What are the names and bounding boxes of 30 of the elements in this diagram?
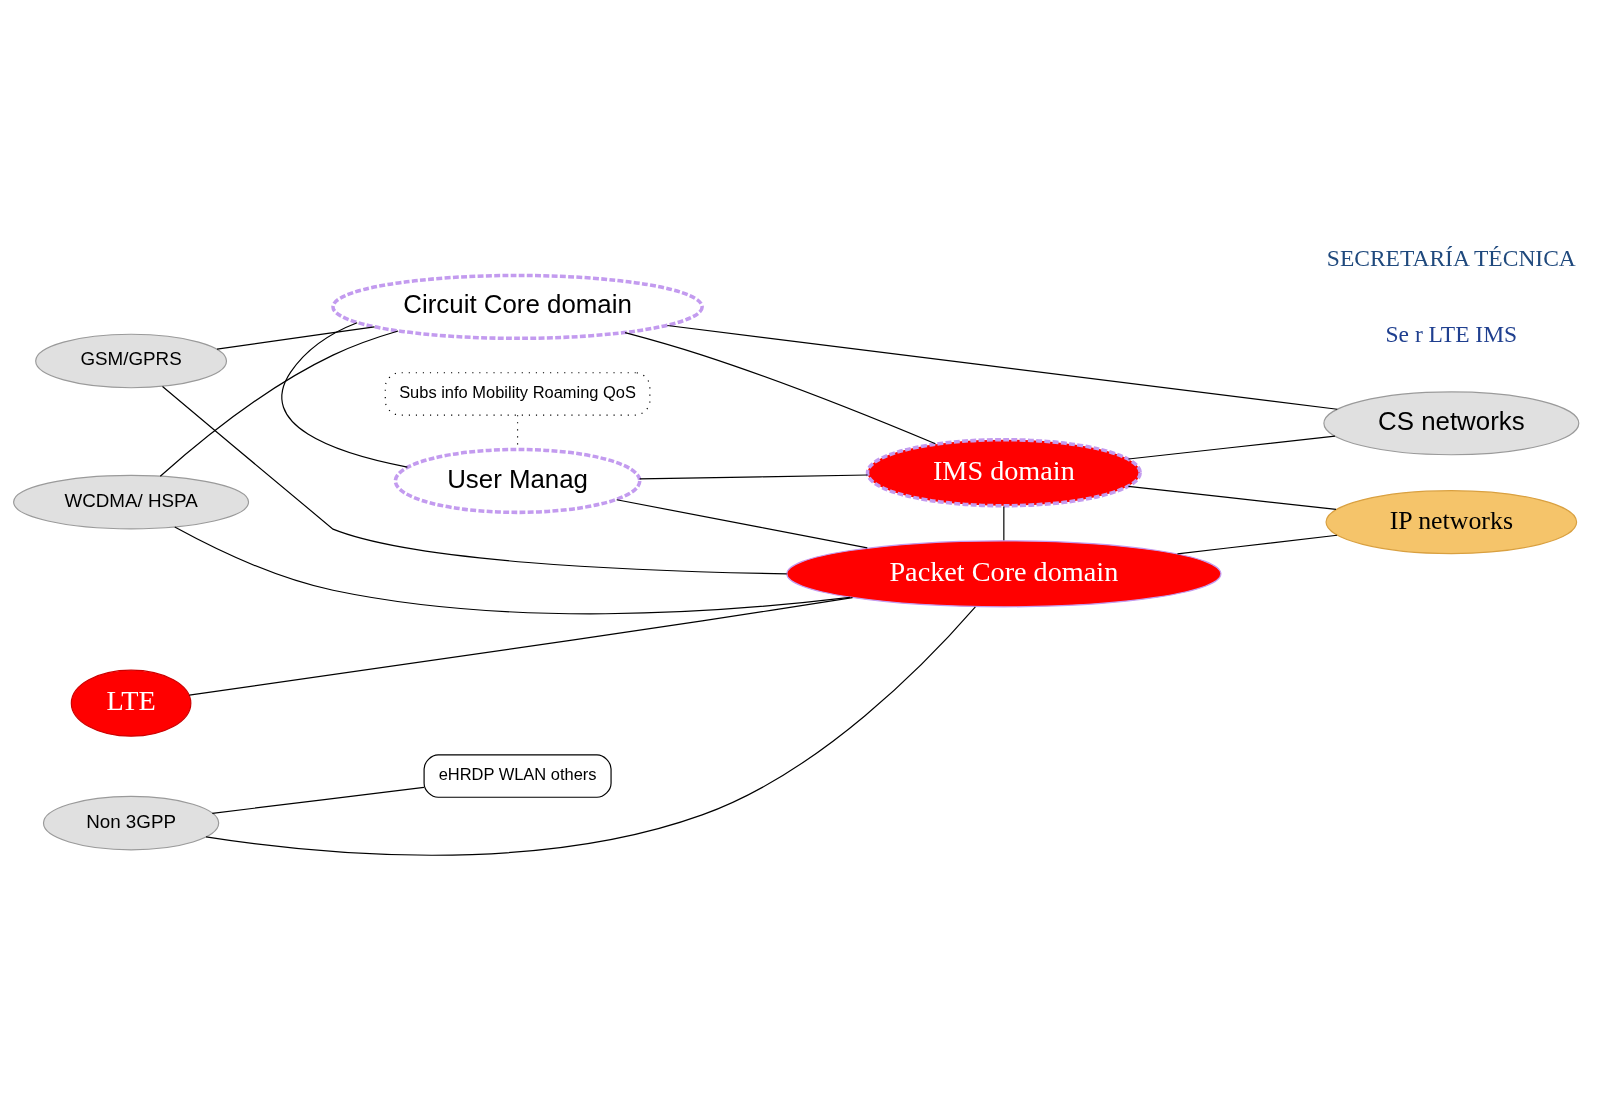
connector bbox=[174, 526, 851, 615]
connector bbox=[1127, 485, 1337, 510]
connector bbox=[1127, 435, 1336, 460]
node-ellipse: IP networks bbox=[1325, 490, 1578, 555]
connector bbox=[281, 322, 408, 468]
connector bbox=[188, 597, 854, 696]
connector bbox=[159, 330, 399, 477]
node-ellipse: Packet Core domain bbox=[786, 540, 1222, 608]
node-ellipse: IMS domain bbox=[865, 437, 1142, 508]
connector bbox=[216, 326, 376, 350]
connector bbox=[1003, 505, 1005, 541]
node-ellipse: Circuit Core domain bbox=[331, 273, 704, 341]
node-box: Subs info Mobility Roaming QoS bbox=[384, 372, 651, 416]
node-ellipse: WCDMA/ HSPA bbox=[13, 474, 250, 530]
connector bbox=[624, 332, 937, 445]
connector bbox=[211, 786, 425, 814]
label: Se r LTE IMS bbox=[1385, 321, 1518, 348]
node-ellipse: CS networks bbox=[1323, 391, 1580, 456]
label: SECRETARÍA TÉCNICA bbox=[1326, 244, 1576, 271]
connector bbox=[205, 606, 976, 856]
node-ellipse: GSM/GPRS bbox=[35, 333, 228, 389]
connector bbox=[161, 385, 788, 575]
node-ellipse: Non 3GPP bbox=[42, 795, 220, 851]
node-ellipse: LTE bbox=[70, 669, 192, 737]
connector bbox=[1176, 534, 1338, 555]
connector bbox=[666, 324, 1338, 410]
connector bbox=[616, 499, 868, 549]
node-box: eHRDP WLAN others bbox=[423, 754, 612, 798]
node-ellipse: User Manag bbox=[393, 447, 642, 515]
connector bbox=[639, 474, 869, 480]
